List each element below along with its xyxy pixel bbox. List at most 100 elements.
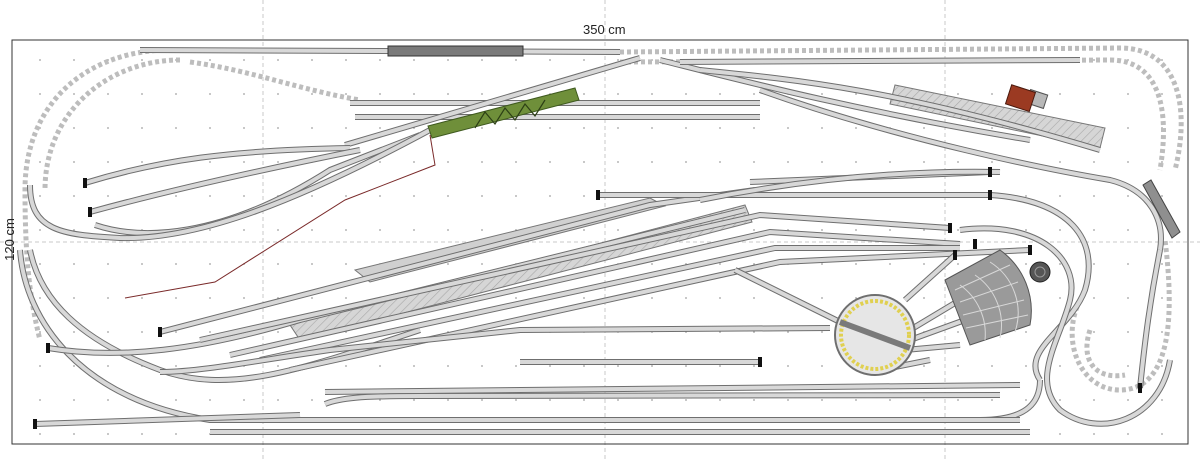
track-bottom-3 — [324, 383, 1021, 394]
grid-dot — [923, 161, 925, 163]
grid-dot — [787, 331, 789, 333]
grid-dot — [1093, 331, 1095, 333]
track-left-fan-2 — [89, 148, 361, 214]
track-bottom-left-spur — [34, 413, 301, 426]
grid-dot — [1025, 263, 1027, 265]
grid-dot — [175, 297, 177, 299]
grid-dot — [39, 93, 41, 95]
grid-dot — [889, 161, 891, 163]
grid-dot — [175, 433, 177, 435]
track-goods-1 — [659, 58, 1031, 142]
track-station-4 — [229, 229, 961, 357]
grid-dot — [617, 59, 619, 61]
hidden-track-right-2 — [1084, 329, 1126, 379]
grid-dot — [481, 161, 483, 163]
grid-dot — [175, 399, 177, 401]
grid-dot — [991, 93, 993, 95]
buffer-stop — [596, 190, 600, 200]
grid-dot — [345, 59, 347, 61]
buffer-stop — [973, 239, 977, 249]
grid-dot — [277, 127, 279, 129]
grid-dot — [685, 93, 687, 95]
grid-dot — [39, 59, 41, 61]
grid-dot — [481, 229, 483, 231]
grid-dot — [821, 93, 823, 95]
grid-dot — [243, 297, 245, 299]
grid-dot — [345, 297, 347, 299]
roundhouse-stalls — [954, 261, 1029, 341]
grid-dot — [821, 297, 823, 299]
height-dimension-label: 120 cm — [1, 218, 17, 261]
grid-dot — [923, 263, 925, 265]
grid-dot — [277, 399, 279, 401]
hidden-track-top-2 — [619, 57, 1166, 171]
grid-dot — [583, 127, 585, 129]
grid-dot — [753, 297, 755, 299]
grid-dot — [345, 263, 347, 265]
width-dimension-label: 350 cm — [583, 22, 626, 37]
hidden-track-right — [1069, 239, 1172, 393]
grid-dot — [515, 297, 517, 299]
grid-dot — [753, 331, 755, 333]
grid-dot — [583, 297, 585, 299]
grid-dot — [957, 263, 959, 265]
grid-dot — [719, 161, 721, 163]
grid-dot — [447, 59, 449, 61]
grid-dot — [719, 93, 721, 95]
grid-dot — [447, 195, 449, 197]
grid-dot — [243, 161, 245, 163]
buffer-stop — [1028, 245, 1032, 255]
baseboard-outline — [11, 39, 1189, 445]
grid-dot — [991, 365, 993, 367]
grid-dot — [209, 59, 211, 61]
grid-dot — [617, 365, 619, 367]
grid-dot — [1127, 297, 1129, 299]
grid-dot — [1161, 195, 1163, 197]
grid-dot — [1059, 297, 1061, 299]
grid-dot — [1059, 399, 1061, 401]
grid-dot — [1059, 365, 1061, 367]
grid-dot — [1127, 195, 1129, 197]
grid-dot — [753, 263, 755, 265]
grid-dot — [73, 195, 75, 197]
grid-dot — [175, 263, 177, 265]
track-left-outer-down-2 — [18, 249, 1042, 422]
turntable-ring — [839, 299, 911, 371]
grid-dot — [821, 229, 823, 231]
grid-dot — [549, 161, 551, 163]
grid-dot — [515, 365, 517, 367]
grid-dot — [889, 263, 891, 265]
grid-dot — [311, 229, 313, 231]
grid-dot — [141, 161, 143, 163]
grid-dot — [277, 59, 279, 61]
grid-dot — [39, 229, 41, 231]
grid-dot — [447, 161, 449, 163]
grid-dot — [277, 93, 279, 95]
grid-dot — [141, 433, 143, 435]
grid-dot — [889, 229, 891, 231]
grid-dot — [923, 127, 925, 129]
grid-dot — [481, 93, 483, 95]
grid-dot — [753, 399, 755, 401]
grid-dot — [277, 229, 279, 231]
grid-dot — [787, 399, 789, 401]
track-goods-3 — [759, 88, 1163, 251]
grid-dot — [549, 399, 551, 401]
grid-dot — [379, 365, 381, 367]
water-tower-inner — [1034, 266, 1046, 278]
track-goods-2 — [699, 68, 1101, 152]
buffer-stop — [988, 190, 992, 200]
grid-dot — [141, 59, 143, 61]
grid-dot — [1025, 399, 1027, 401]
grid-dot — [311, 263, 313, 265]
grid-dot — [379, 93, 381, 95]
grid-dot — [345, 93, 347, 95]
grid-dot — [39, 399, 41, 401]
grid-dot — [481, 195, 483, 197]
green-bridge — [427, 87, 580, 139]
grid-dot — [277, 263, 279, 265]
grid-dot — [821, 263, 823, 265]
grid-dot — [549, 59, 551, 61]
grid-dot — [39, 433, 41, 435]
